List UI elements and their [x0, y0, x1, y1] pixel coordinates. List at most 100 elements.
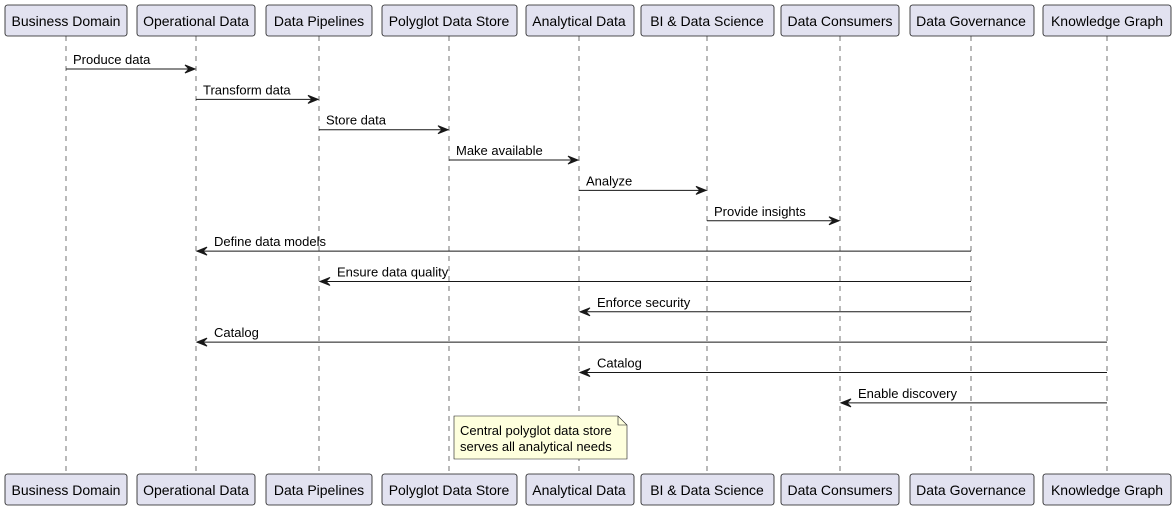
arrowhead: [307, 94, 320, 104]
message-6: Provide insights: [707, 204, 841, 226]
note-text-line: serves all analytical needs: [460, 439, 612, 454]
participant-label: Data Pipelines: [274, 482, 364, 498]
message-2: Transform data: [196, 82, 320, 104]
participant-label: Polyglot Data Store: [389, 482, 510, 498]
participants-top: Business Domain Operational Data Data Pipe…: [4, 4, 1172, 37]
participant-box: [136, 4, 256, 37]
participant-label: Polyglot Data Store: [389, 13, 510, 29]
message-label: Transform data: [203, 82, 291, 97]
participant-polyglot-data-store-bottom: Polyglot Data Store: [381, 473, 518, 506]
arrowhead: [578, 368, 591, 377]
lifelines: [65, 36, 1108, 474]
participant-analytical-data-bottom: Analytical Data: [525, 473, 635, 506]
participant-label: Operational Data: [143, 482, 249, 498]
participant-knowledge-graph-bottom: Knowledge Graph: [1042, 473, 1172, 506]
participant-label: Business Domain: [12, 13, 121, 29]
participant-label: Data Consumers: [787, 482, 892, 498]
participant-box: [381, 4, 518, 37]
message-4: Make available: [449, 143, 580, 165]
message-label: Analyze: [586, 173, 632, 188]
participant-business-domain-top: Business Domain: [4, 4, 128, 37]
participant-label: Analytical Data: [532, 482, 626, 498]
participant-data-consumers-top: Data Consumers: [780, 4, 900, 37]
message-label: Provide insights: [714, 204, 806, 219]
message-7: Define data models: [195, 234, 971, 256]
message-1: Produce data: [66, 52, 197, 74]
arrowhead: [195, 337, 208, 347]
participant-box: [136, 473, 256, 506]
arrowhead: [828, 216, 841, 226]
participant-label: BI & Data Science: [650, 482, 764, 498]
message-label: Produce data: [73, 52, 151, 67]
message-label: Enable discovery: [858, 386, 957, 401]
message-8: Ensure data quality: [318, 264, 971, 286]
message-label: Enforce security: [597, 295, 691, 310]
participant-data-consumers-bottom: Data Consumers: [780, 473, 900, 506]
participant-label: BI & Data Science: [650, 13, 764, 29]
participant-label: Analytical Data: [532, 13, 626, 29]
participant-box: [525, 4, 635, 37]
participant-label: Data Pipelines: [274, 13, 364, 29]
participant-analytical-data-top: Analytical Data: [525, 4, 635, 37]
participant-box: [780, 473, 900, 506]
participant-box: [640, 4, 775, 37]
arrowhead: [567, 155, 580, 165]
note-text-line: Central polyglot data store: [460, 423, 612, 438]
message-10: Catalog: [195, 325, 1107, 347]
participant-operational-data-bottom: Operational Data: [136, 473, 256, 506]
arrowhead: [195, 246, 208, 256]
participant-box: [265, 4, 373, 37]
arrowhead: [578, 307, 591, 317]
participant-label: Knowledge Graph: [1051, 13, 1163, 29]
message-label: Ensure data quality: [337, 264, 449, 279]
arrowhead: [318, 276, 331, 286]
participant-box: [1042, 473, 1172, 506]
participant-data-pipelines-top: Data Pipelines: [265, 4, 373, 37]
participant-data-governance-top: Data Governance: [909, 4, 1035, 37]
participant-box: [640, 473, 775, 506]
participant-box: [1042, 4, 1172, 37]
participant-data-governance-bottom: Data Governance: [909, 473, 1035, 506]
participant-label: Data Consumers: [787, 13, 892, 29]
participant-knowledge-graph-top: Knowledge Graph: [1042, 4, 1172, 37]
participant-box: [381, 473, 518, 506]
participant-box: [780, 4, 900, 37]
participant-box: [909, 473, 1035, 506]
participants-bottom: Business Domain Operational Data Data Pipe…: [4, 473, 1172, 506]
message-label: Define data models: [214, 234, 327, 249]
arrowhead: [695, 185, 708, 195]
participant-label: Operational Data: [143, 13, 249, 29]
participant-box: [4, 473, 128, 506]
message-11: Catalog: [578, 356, 1107, 377]
participant-operational-data-top: Operational Data: [136, 4, 256, 37]
participant-box: [909, 4, 1035, 37]
message-12: Enable discovery: [839, 386, 1107, 408]
note-fold: [617, 416, 627, 426]
participant-label: Data Governance: [916, 482, 1026, 498]
message-label: Catalog: [214, 325, 259, 340]
message-5: Analyze: [579, 173, 708, 195]
participant-bi-and-data-science-top: BI & Data Science: [640, 4, 775, 37]
participant-box: [525, 473, 635, 506]
note-box: [453, 415, 628, 460]
message-label: Make available: [456, 143, 543, 158]
message-label: Store data: [326, 113, 387, 128]
message-3: Store data: [319, 113, 450, 135]
participant-label: Business Domain: [12, 482, 121, 498]
participant-business-domain-bottom: Business Domain: [4, 473, 128, 506]
participant-label: Data Governance: [916, 13, 1026, 29]
arrowhead: [839, 398, 852, 408]
participant-box: [265, 473, 373, 506]
arrowhead: [437, 125, 450, 135]
participant-polyglot-data-store-top: Polyglot Data Store: [381, 4, 518, 37]
message-9: Enforce security: [578, 295, 971, 317]
participant-bi-and-data-science-bottom: BI & Data Science: [640, 473, 775, 506]
participant-data-pipelines-bottom: Data Pipelines: [265, 473, 373, 506]
participant-box: [4, 4, 128, 37]
arrowhead: [184, 64, 197, 74]
participant-label: Knowledge Graph: [1051, 482, 1163, 498]
message-label: Catalog: [597, 356, 642, 371]
